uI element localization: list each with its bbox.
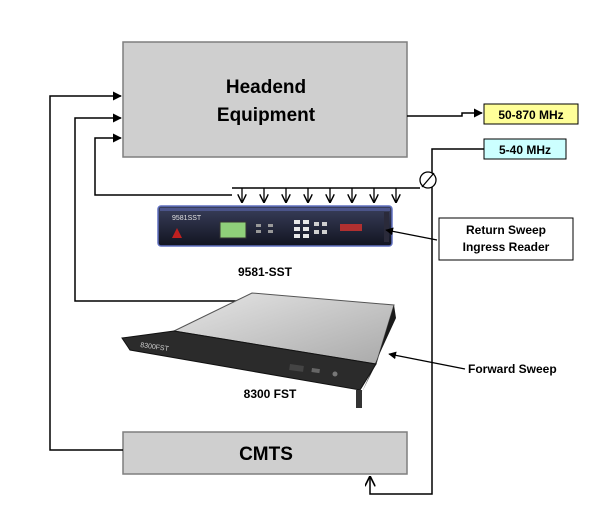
fst-faceplate-label: 8300FST <box>140 342 170 353</box>
return-sweep-callout: Return Sweep Ingress Reader <box>385 217 574 261</box>
sst-keypad-icon <box>294 220 327 238</box>
forward-sweep-callout: Forward Sweep <box>388 351 557 376</box>
return-sweep-label-line2: Ingress Reader <box>463 240 550 254</box>
sst-device-image: 9581SST <box>157 205 393 247</box>
cmts-box: CMTS <box>122 431 408 475</box>
sst-faceplate-label: 9581SST <box>172 215 202 222</box>
fst-rack-ear-icon <box>356 390 362 408</box>
sst-caption: 9581-SST <box>238 265 293 279</box>
return-band-tag: 5-40 MHz <box>483 138 567 160</box>
cmts-to-headend-connector <box>49 91 123 451</box>
headend-title-line1: Headend <box>226 77 306 98</box>
headend-title-line2: Equipment <box>217 105 316 126</box>
return-band-label: 5-40 MHz <box>499 143 551 157</box>
cmts-label: CMTS <box>239 444 293 465</box>
return-sweep-label-line1: Return Sweep <box>466 223 546 237</box>
sst-to-headend-connector <box>94 133 232 196</box>
fst-device-image: 8300FST <box>121 292 396 408</box>
forward-band-tag: 50-870 MHz <box>483 103 579 125</box>
sst-display-icon <box>219 221 247 239</box>
device-logo-icon <box>172 228 182 238</box>
headend-equipment-box: Headend Equipment <box>122 41 408 158</box>
forward-output-connector <box>407 108 483 118</box>
fst-port-icon <box>289 363 304 372</box>
sst-brand-badge-icon <box>340 224 362 231</box>
return-test-point-bus <box>232 187 420 202</box>
forward-sweep-label: Forward Sweep <box>468 362 557 376</box>
forward-band-label: 50-870 MHz <box>498 108 563 122</box>
return-path-connector <box>370 148 484 495</box>
fst-to-headend-connector <box>74 113 254 302</box>
fst-caption: 8300 FST <box>244 387 297 401</box>
